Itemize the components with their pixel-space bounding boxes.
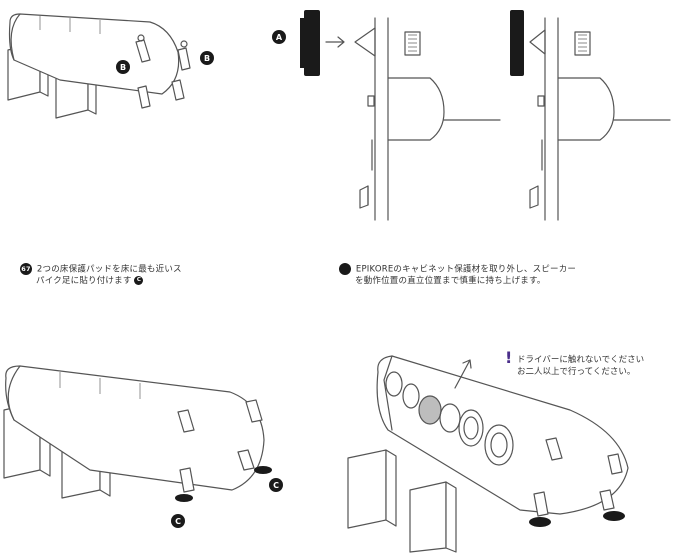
step-67-caption: 67 2つの床保護パッドを床に最も近いス パイク足に貼り付けます C	[20, 263, 270, 287]
warning-text: ドライバーに触れないでください お二人以上で行ってください。	[517, 354, 644, 378]
label-b-bubble	[116, 60, 130, 74]
floor-pad-icon	[254, 466, 272, 474]
illustration-protector-removal: A	[272, 10, 501, 221]
step-68-caption: EPIKOREのキャビネット保護材を取り外し、スピーカー を動作位置の直立位置ま…	[339, 263, 659, 287]
step-67-line2: パイク足に貼り付けます	[36, 275, 132, 286]
label-c-bubble	[269, 478, 283, 492]
step-67-number: 67	[20, 263, 32, 275]
step-67-line1: 2つの床保護パッドを床に最も近いス	[36, 264, 182, 275]
label-c-text: C	[273, 481, 279, 490]
label-a-text: A	[276, 33, 283, 42]
warning-line1: ドライバーに触れないでください	[517, 355, 645, 365]
cabinet-protector-icon	[304, 10, 320, 76]
spike-feet-b	[135, 34, 191, 109]
label-b-text-2: B	[204, 54, 210, 63]
floor-pad-icon-2	[175, 494, 193, 502]
step-68-bullet	[339, 263, 351, 275]
label-b-text: B	[120, 63, 126, 72]
illustration-lift-speaker	[347, 355, 629, 553]
step-68-line2: を動作位置の直立位置まで慎重に持ち上げます。	[355, 275, 546, 286]
illustration-speaker-profile	[510, 10, 671, 221]
illustration-floor-pads: C C	[3, 365, 283, 528]
warning-icon: !	[505, 348, 513, 367]
warning-line2: お二人以上で行ってください。	[517, 367, 636, 377]
step-67-ref: C	[134, 275, 144, 285]
tweeter-highlight	[418, 395, 442, 425]
step-68-line1: EPIKOREのキャビネット保護材を取り外し、スピーカー	[355, 264, 577, 275]
label-c-text-2: C	[175, 517, 181, 526]
label-a-bubble	[272, 30, 286, 44]
illustration-speaker-on-blocks-top: B B	[7, 13, 214, 119]
driver-array	[385, 371, 514, 466]
label-c-bubble-2	[171, 514, 185, 528]
label-b-bubble-2	[200, 51, 214, 65]
